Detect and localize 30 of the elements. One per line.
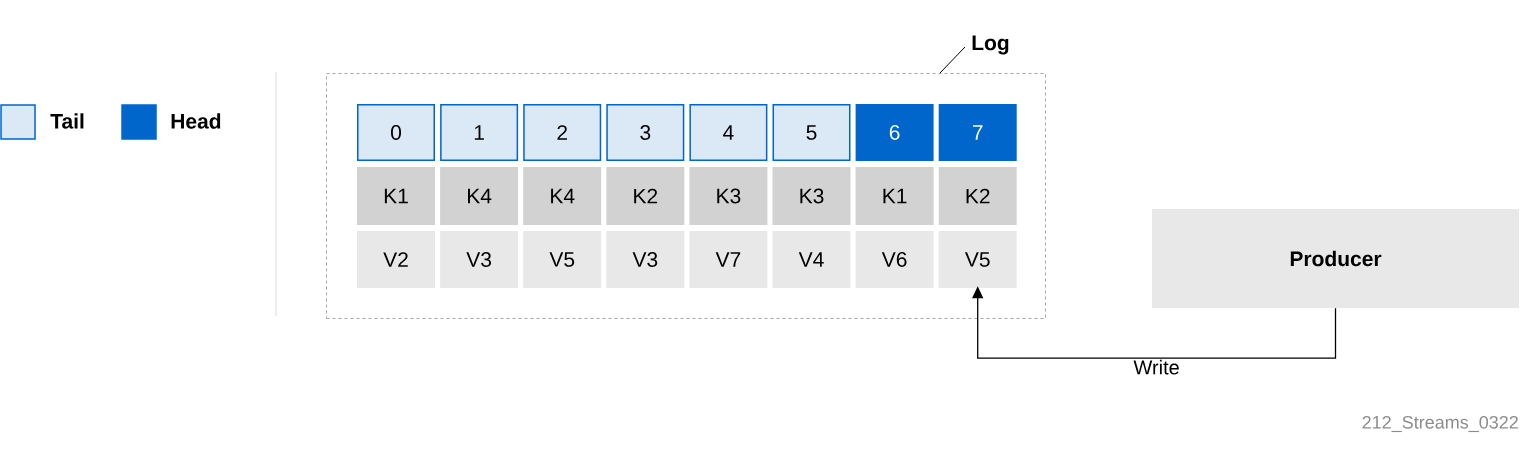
key-cell: K1 [357, 167, 435, 225]
offset-cell: 2 [523, 104, 602, 161]
key-cell: K4 [523, 167, 602, 225]
offset-cell: 7 [938, 104, 1017, 161]
offset-cell: 0 [357, 104, 435, 161]
producer-box: Producer [1152, 209, 1519, 308]
edge-label: Write [1133, 359, 1179, 375]
legend-label: Head [171, 113, 221, 129]
value-cell: V2 [357, 231, 435, 288]
offset-cell: 1 [440, 104, 519, 161]
offset-cell: 6 [855, 104, 934, 161]
value-cell: V5 [938, 231, 1017, 288]
value-cell: V6 [855, 231, 934, 288]
key-cell: K1 [855, 167, 934, 225]
value-cell: V3 [440, 231, 519, 288]
value-cell: V3 [606, 231, 685, 288]
figure-id: 212_Streams_0322 [1362, 415, 1518, 433]
key-cell: K3 [689, 167, 768, 225]
offset-cell: 3 [606, 104, 685, 161]
legend-label: Tail [50, 113, 84, 129]
value-cell: V4 [772, 231, 851, 288]
offset-cell: 4 [689, 104, 768, 161]
node-label: Log [972, 35, 1009, 55]
value-cell: V5 [523, 231, 602, 288]
key-cell: K4 [440, 167, 519, 225]
key-cell: K2 [606, 167, 685, 225]
offset-cell: 5 [772, 104, 851, 161]
key-cell: K3 [772, 167, 851, 225]
key-cell: K2 [938, 167, 1017, 225]
value-cell: V7 [689, 231, 768, 288]
